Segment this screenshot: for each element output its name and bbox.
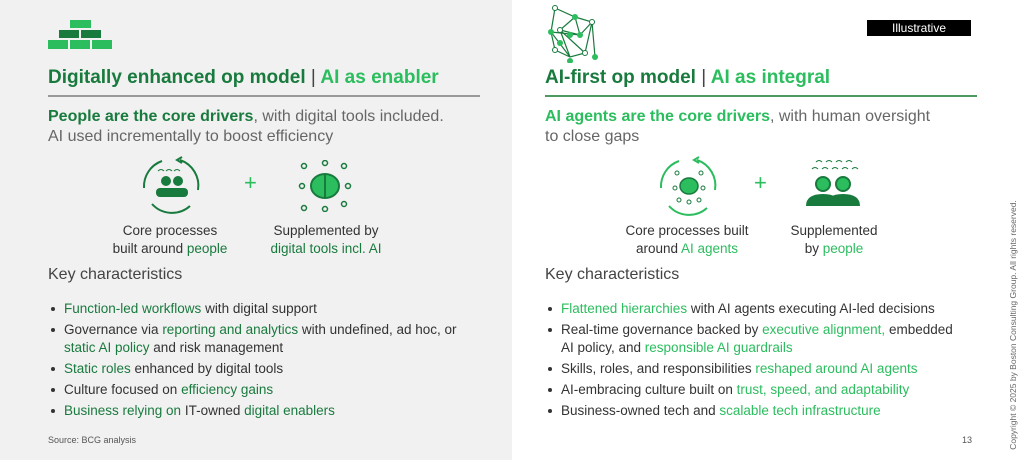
caption-supplemented: Supplemented by people [774,222,894,258]
divider [48,95,480,97]
brain-circuit-icon [298,160,352,212]
caption-supplemented: Supplemented by digital tools incl. AI [256,222,396,258]
subtitle-rest: , with human oversight [769,108,931,125]
caption-line1: Core processes built [625,223,749,238]
caption-line2: by [804,241,823,256]
right-panel: Illustrative AI-first op model | AI as i… [512,0,1024,460]
subtitle-bold: AI agents are the core drivers [545,108,770,125]
left-subtitle: People are the core drivers, with digita… [48,107,488,147]
bullet-highlight: scalable tech infrastructure [719,403,881,418]
right-title: AI-first op model | AI as integral [545,67,830,89]
bullet-item: AI-embracing culture built on trust, spe… [545,381,965,399]
network-icon [548,5,598,63]
bullet-highlight: reshaped around AI agents [755,361,918,376]
bullet-text: Real-time governance backed by [561,322,763,337]
illustrative-badge: Illustrative [867,20,971,36]
caption-line2: around [635,241,681,256]
people-icon [806,160,860,206]
bullet-highlight: Function-led workflows [64,301,202,316]
caption-core-processes: Core processes built around AI agents [612,222,762,258]
bullet-text: and risk management [149,340,284,355]
subtitle-rest: , with digital tools included. [253,108,444,125]
left-bullet-list: Function-led workflows with digital supp… [48,300,468,423]
right-bullet-list: Flattened hierarchies with AI agents exe… [545,300,965,423]
bullet-item: Function-led workflows with digital supp… [48,300,468,318]
bullet-text: with digital support [201,301,317,316]
bullet-highlight: efficiency gains [181,382,274,397]
bullet-text: Skills, roles, and responsibilities [561,361,756,376]
left-panel: Digitally enhanced op model | AI as enab… [0,0,512,460]
caption-highlight: AI agents [681,241,739,256]
bricks-icon [48,20,112,49]
bullet-highlight: responsible AI guardrails [644,340,793,355]
bullet-text: with AI agents executing AI-led decision… [687,301,935,316]
people-cycle-icon [142,156,200,214]
subtitle-line2: to close gaps [545,128,640,145]
bullet-text: enhanced by digital tools [130,361,284,376]
caption-line2: built around [112,241,187,256]
caption-line1: Supplemented [790,223,878,238]
bullet-text: Governance via [64,322,163,337]
bullet-highlight: static AI policy [64,340,150,355]
plus-sign: + [754,170,767,195]
caption-highlight: people [186,241,228,256]
key-characteristics-heading: Key characteristics [545,266,680,283]
title-main: AI-first op model [545,67,696,88]
ai-agent-cycle-icon [659,156,717,216]
bullet-highlight: Business relying on [64,403,182,418]
bullet-item: Culture focused on efficiency gains [48,381,468,399]
bullet-item: Real-time governance backed by executive… [545,321,965,357]
bullet-highlight: reporting and analytics [162,322,299,337]
copyright-notice: Copyright © 2025 by Boston Consulting Gr… [1008,200,1018,450]
bullet-highlight: Static roles [64,361,131,376]
bullet-item: Business-owned tech and scalable tech in… [545,402,965,420]
bullet-highlight: executive alignment, [762,322,886,337]
bullet-item: Flattened hierarchies with AI agents exe… [545,300,965,318]
subtitle-bold: People are the core drivers [48,108,254,125]
bullet-text: AI-embracing culture built on [561,382,737,397]
bullet-item: Governance via reporting and analytics w… [48,321,468,357]
caption-line1: Supplemented by [273,223,379,238]
title-main: Digitally enhanced op model [48,67,306,88]
bullet-text: embedded AI policy, and [561,322,953,355]
caption-core-processes: Core processes built around people [100,222,240,258]
left-title: Digitally enhanced op model | AI as enab… [48,67,439,89]
bullet-text: Business-owned tech and [561,403,720,418]
title-accent: AI as enabler [320,67,439,88]
page-number: 13 [962,435,973,445]
bullet-highlight: digital enablers [244,403,335,418]
title-separator: | [701,67,707,88]
bullet-text: with undefined, ad hoc, or [298,322,457,337]
source-note: Source: BCG analysis [48,435,137,445]
plus-sign: + [244,170,257,195]
bullet-item: Static roles enhanced by digital tools [48,360,468,378]
bullet-text: Culture focused on [64,382,182,397]
caption-line1: Core processes [122,223,218,238]
divider [545,95,977,97]
caption-highlight: digital tools incl. AI [270,241,382,256]
title-separator: | [310,67,316,88]
bullet-highlight: trust, speed, and adaptability [736,382,910,397]
bullet-item: Business relying on IT-owned digital ena… [48,402,468,420]
title-accent: AI as integral [710,67,831,88]
bullet-text: IT-owned [181,403,245,418]
right-subtitle: AI agents are the core drivers, with hum… [545,107,985,147]
caption-highlight: people [822,241,864,256]
bullet-highlight: Flattened hierarchies [561,301,688,316]
subtitle-line2: AI used incrementally to boost efficienc… [48,128,334,145]
key-characteristics-heading: Key characteristics [48,266,183,283]
bullet-item: Skills, roles, and responsibilities resh… [545,360,965,378]
